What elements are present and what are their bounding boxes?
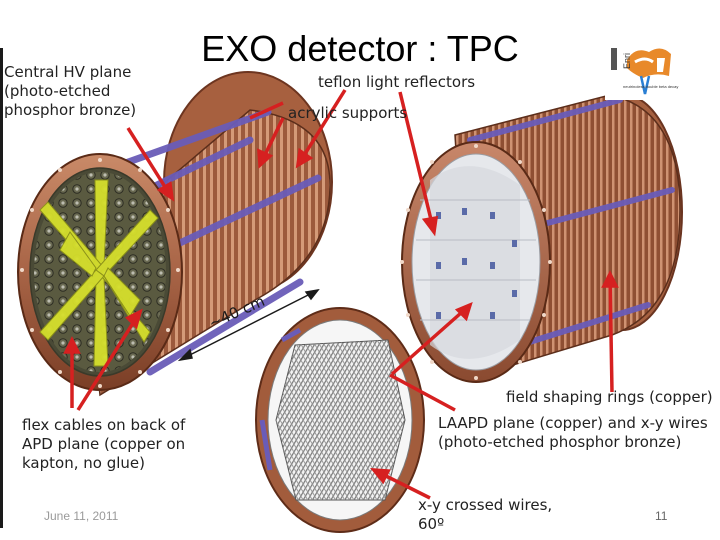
logo-caption: neutrinoless double beta decay — [623, 84, 678, 89]
right-tpc-half — [400, 93, 683, 383]
enri-logo: Enri neutrinoless double beta decay — [605, 42, 687, 100]
footer-date: June 11, 2011 — [44, 509, 119, 523]
dimension-arrow — [177, 288, 320, 362]
label-field-shaping-rings: field shaping rings (copper) — [506, 388, 713, 406]
xy-wire-plane — [255, 307, 425, 533]
pointer-arrows — [63, 89, 619, 500]
right-flange-bolts — [400, 144, 552, 380]
left-flex-cables — [39, 179, 159, 367]
label-xy-crossed-wires: x-y crossed wires, 60º — [418, 496, 553, 533]
label-flex-cables: flex cables on back of APD plane (copper… — [22, 416, 186, 472]
label-teflon-reflectors: teflon light reflectors — [318, 73, 476, 91]
label-laapd-plane: LAAPD plane (copper) and x-y wires (phot… — [438, 414, 708, 451]
slide-left-border — [0, 48, 3, 528]
left-flange-bolts — [20, 158, 180, 388]
label-acrylic-supports: acrylic supports — [288, 104, 408, 122]
slide-number: 11 — [655, 509, 668, 523]
logo-text: Enri — [622, 53, 632, 69]
wire-plane-acrylic-frame — [259, 327, 302, 471]
right-acrylic-supports — [467, 97, 675, 348]
label-central-hv-plane: Central HV plane (photo-etched phosphor … — [4, 63, 137, 119]
slide-title: EXO detector : TPC — [201, 28, 519, 69]
